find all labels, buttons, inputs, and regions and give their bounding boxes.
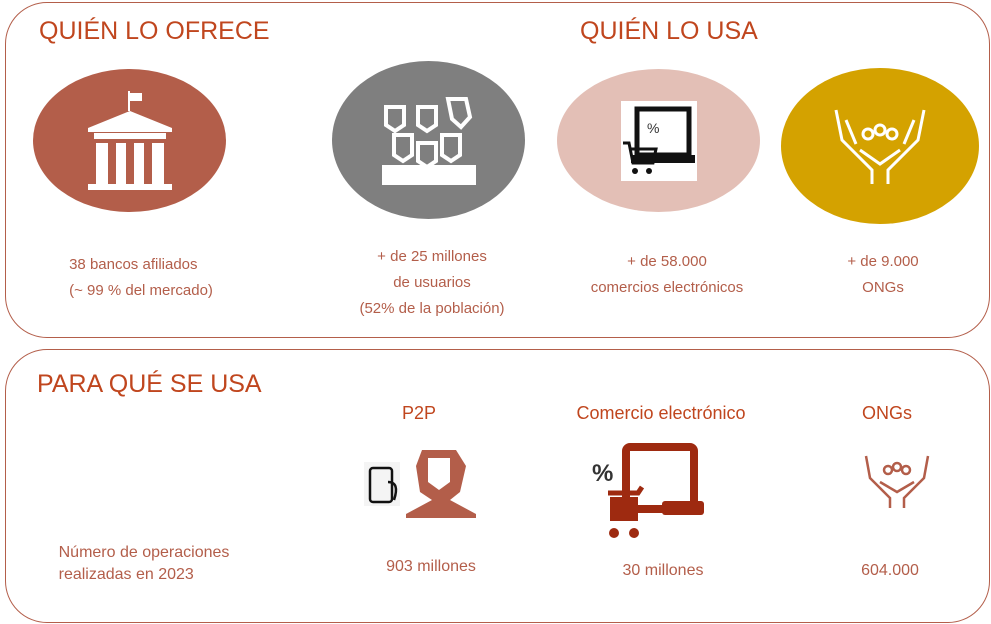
hands-people-icon bbox=[864, 455, 930, 508]
svg-text:%: % bbox=[592, 460, 613, 487]
p2p-value: 903 millones bbox=[386, 558, 476, 575]
merchants-ellipse: % bbox=[557, 69, 760, 212]
hands-people-icon bbox=[834, 109, 926, 184]
usage-panel bbox=[5, 349, 990, 623]
svg-text:%: % bbox=[647, 120, 659, 136]
ecommerce-value: 30 millones bbox=[622, 562, 704, 579]
users-ellipse bbox=[332, 61, 525, 219]
laptop-cart-icon: % bbox=[592, 443, 704, 538]
offers-title: QUIÉN LO OFRECE bbox=[39, 17, 270, 45]
bank-icon bbox=[87, 90, 172, 190]
laptop-cart-icon: % bbox=[620, 100, 697, 181]
people-group-icon bbox=[381, 97, 476, 185]
ngo-label: ONGs bbox=[861, 403, 913, 423]
banks-text: 38 bancos afiliados(~ 99 % del mercado) bbox=[69, 256, 213, 299]
ngo-value: 604.000 bbox=[861, 562, 919, 579]
users-title: QUIÉN LO USA bbox=[580, 17, 758, 45]
who-panel bbox=[5, 2, 990, 338]
bank-ellipse bbox=[33, 69, 226, 212]
person-phone-icon bbox=[364, 450, 476, 518]
p2p-label: P2P bbox=[401, 403, 437, 423]
usage-title: PARA QUÉ SE USA bbox=[37, 370, 262, 398]
ngo-ellipse bbox=[781, 68, 979, 224]
ecommerce-label: Comercio electrónico bbox=[576, 403, 746, 423]
